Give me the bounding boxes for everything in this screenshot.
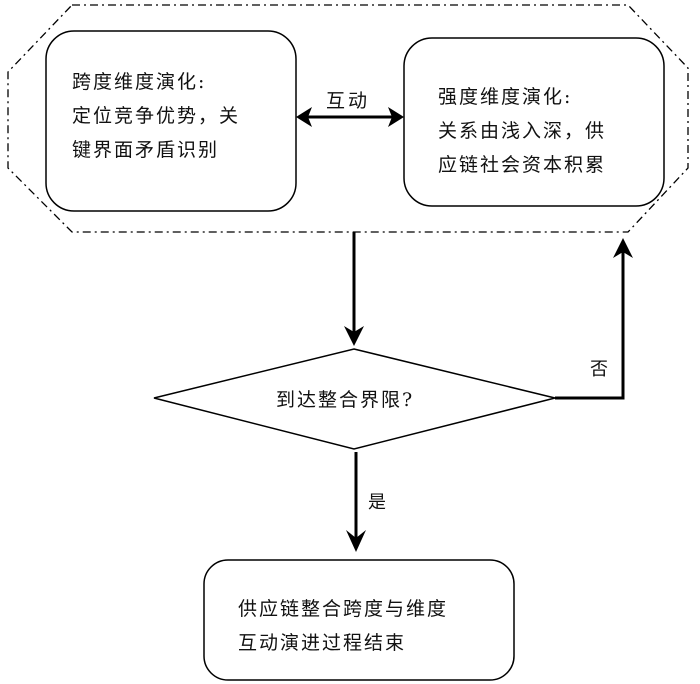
span-dimension-line: 键界面矛盾识别 bbox=[72, 139, 220, 161]
interaction-arrow-left-head bbox=[296, 107, 312, 127]
decision-text: 到达整合界限? bbox=[276, 389, 415, 411]
intensity-dimension-text: 强度维度演化: 关系由浅入深，供 应链社会资本积累 bbox=[438, 80, 606, 182]
intensity-dimension-line: 关系由浅入深，供 bbox=[438, 120, 607, 142]
span-dimension-line: 定位竞争优势，关 bbox=[72, 105, 241, 127]
no-label: 否 bbox=[590, 359, 608, 380]
interaction-arrow-right-head bbox=[388, 107, 404, 127]
span-dimension-title: 跨度维度演化: bbox=[72, 71, 207, 93]
intensity-dimension-line: 应链社会资本积累 bbox=[438, 154, 607, 176]
interaction-label: 互动 bbox=[326, 90, 371, 112]
yes-label: 是 bbox=[368, 492, 386, 513]
intensity-dimension-title: 强度维度演化: bbox=[438, 86, 573, 108]
intensity-dimension-box bbox=[403, 37, 665, 207]
evolution-group-boundary bbox=[7, 4, 689, 233]
span-dimension-text: 跨度维度演化: 定位竞争优势，关 键界面矛盾识别 bbox=[72, 65, 240, 167]
end-process-box bbox=[203, 559, 515, 681]
span-dimension-box bbox=[45, 30, 297, 212]
end-process-text: 供应链整合跨度与维度 互动演进过程结束 bbox=[238, 592, 448, 660]
yes-branch-arrow-head bbox=[346, 530, 366, 552]
no-branch-arrow bbox=[555, 252, 625, 400]
end-process-line: 供应链整合跨度与维度 bbox=[238, 598, 449, 620]
flow-arrow-to-decision-head bbox=[344, 326, 364, 346]
end-process-line: 互动演进过程结束 bbox=[238, 632, 407, 654]
no-branch-arrow-head bbox=[613, 238, 633, 258]
decision-diamond bbox=[153, 348, 556, 450]
